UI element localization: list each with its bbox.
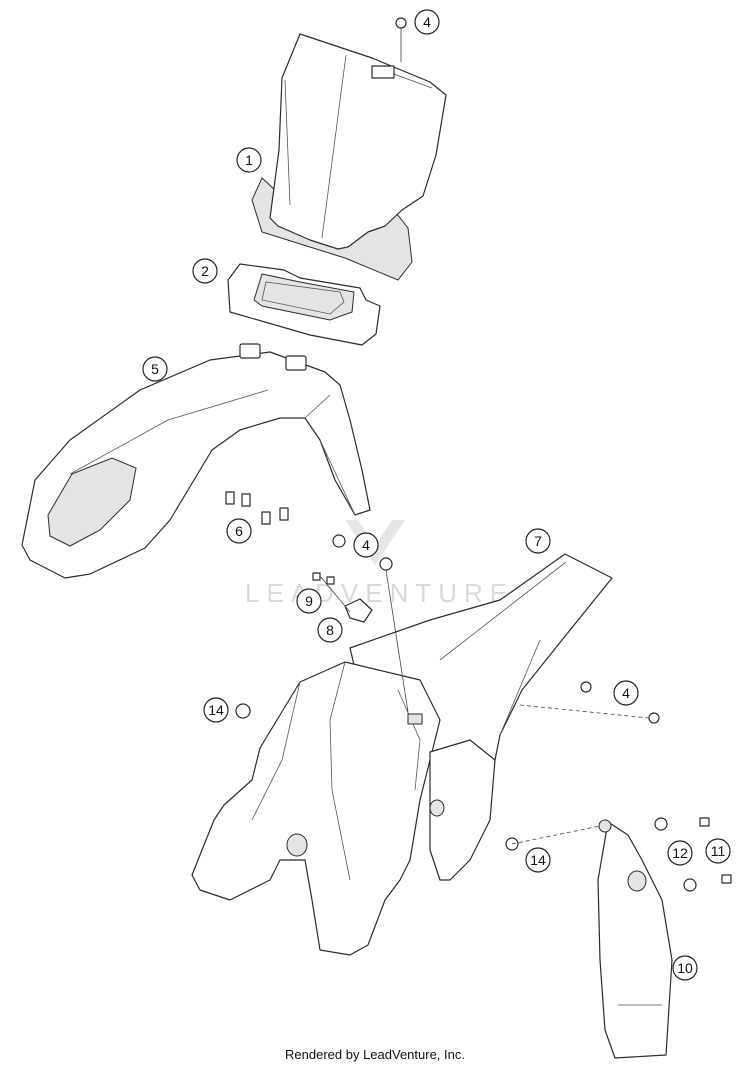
svg-text:14: 14 [208,702,224,718]
callout-7: 7 [525,528,551,554]
fasteners-6 [225,491,289,525]
callout-2: 2 [192,258,218,284]
callout-6: 6 [226,518,252,544]
callout-12: 12 [667,840,693,866]
callout-4: 4 [414,9,440,35]
front-fender [21,343,371,579]
headlight-mask [227,263,381,346]
leader-lines [319,28,650,845]
watermark-logo-icon [345,520,405,565]
callout-4: 4 [613,680,639,706]
watermark: LEADVENTURE [245,520,514,608]
svg-text:6: 6 [235,523,243,539]
callout-11: 11 [705,838,731,864]
callout-9: 9 [296,588,322,614]
side-panels [191,661,496,956]
fasteners [235,17,732,892]
svg-text:11: 11 [711,843,726,859]
callout-5: 5 [142,356,168,382]
svg-text:1: 1 [245,152,253,168]
watermark-text: LEADVENTURE [245,578,514,608]
svg-text:14: 14 [530,852,546,868]
callout-4: 4 [353,532,379,558]
svg-text:9: 9 [305,593,313,609]
callout-1: 1 [236,147,262,173]
callout-14: 14 [525,847,551,873]
number-plate [251,33,447,281]
callout-8: 8 [317,617,343,643]
callout-10: 10 [672,955,698,981]
svg-text:4: 4 [423,14,431,30]
callout-14: 14 [203,697,229,723]
svg-text:7: 7 [534,533,542,549]
mudflap [597,819,673,1059]
svg-text:4: 4 [362,537,370,553]
svg-text:12: 12 [672,845,688,861]
footer-credit: Rendered by LeadVenture, Inc. [285,1047,465,1062]
svg-text:8: 8 [326,622,334,638]
svg-text:2: 2 [201,263,209,279]
svg-text:10: 10 [677,960,693,976]
svg-text:5: 5 [151,361,159,377]
svg-text:4: 4 [622,685,630,701]
